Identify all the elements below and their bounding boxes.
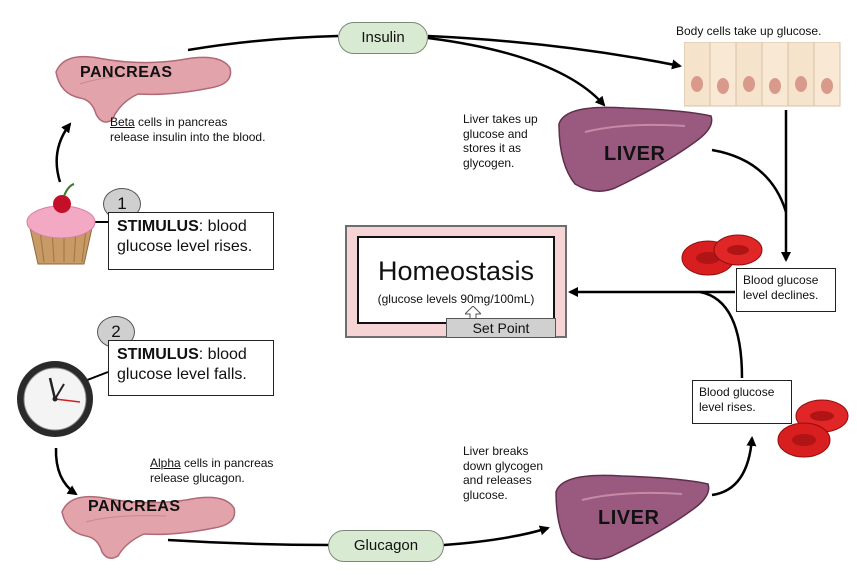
liver-top-caption: Liver takes up glucose and stores it as …: [463, 112, 538, 170]
beta-emphasis: Beta: [110, 115, 135, 129]
clock-icon: [17, 361, 93, 437]
stimulus-1-keyword: STIMULUS: [117, 218, 199, 235]
rises-line2: level rises.: [699, 400, 756, 414]
alpha-caption-line2: release glucagon.: [150, 470, 245, 485]
declines-box: Blood glucose level declines.: [736, 268, 836, 312]
blood-cells-top-illustration: [681, 234, 763, 276]
liver-top-caption-line: glucose and: [463, 126, 528, 141]
beta-cells-caption: Beta cells in pancreas release insulin i…: [110, 115, 265, 144]
arrow-glucagon-to-liver: [443, 525, 550, 547]
body-cells-caption: Body cells take up glucose.: [676, 24, 822, 38]
arrow-rises-up: [699, 290, 744, 379]
liver-bottom-caption-line: glucose.: [463, 487, 508, 502]
blood-cells-bottom-illustration: [777, 399, 849, 458]
arrow-cupcake-to-pancreas: [55, 122, 72, 183]
liver-bottom-caption-line: and releases: [463, 473, 532, 487]
stimulus-1-rest: : blood: [198, 218, 247, 235]
stimulus-2-line2: glucose level falls.: [117, 366, 247, 383]
arrow-liver-to-declines: [711, 148, 788, 213]
liver-bottom-illustration: [555, 474, 710, 560]
beta-caption-line1: cells in pancreas: [134, 115, 228, 129]
pancreas-bottom-illustration: [61, 495, 236, 559]
stimulus-2-rest: : blood: [198, 346, 247, 363]
stimulus-1-box: STIMULUS: blood glucose level rises.: [108, 212, 274, 270]
body-cells-illustration: [684, 42, 841, 107]
liver-top-label: LIVER: [604, 143, 666, 165]
arrow-pancreas-to-insulin: [187, 34, 339, 52]
arrow-clock-to-pancreas: [54, 447, 78, 496]
declines-line2: level declines.: [743, 288, 819, 302]
liver-top-caption-line: glycogen.: [463, 155, 515, 170]
rises-box: Blood glucose level rises.: [692, 380, 792, 424]
arrow-insulin-to-cells: [427, 34, 682, 70]
alpha-caption-line1: cells in pancreas: [180, 456, 274, 470]
liver-bottom-label: LIVER: [598, 507, 660, 529]
arrow-liver-to-rises: [711, 436, 757, 497]
alpha-cells-caption: Alpha cells in pancreas release glucagon…: [150, 456, 273, 485]
stimulus-2-box: STIMULUS: blood glucose level falls.: [108, 340, 274, 396]
homeostasis-subtitle: (glucose levels 90mg/100mL): [377, 292, 535, 306]
homeostasis-inner-box: [357, 236, 555, 324]
beta-caption-line2: release insulin into the blood.: [110, 129, 266, 144]
insulin-pill: Insulin: [338, 22, 428, 54]
declines-line1: Blood glucose: [743, 273, 819, 287]
arrow-pancreas-to-glucagon: [167, 538, 331, 547]
liver-top-caption-line: stores it as: [463, 141, 522, 155]
rises-line1: Blood glucose: [699, 385, 775, 399]
pancreas-top-label: PANCREAS: [80, 64, 173, 81]
liver-top-caption-line: Liver takes up: [463, 112, 538, 126]
liver-bottom-caption: Liver breaks down glycogen and releases …: [463, 444, 543, 502]
set-point-label: Set Point: [446, 318, 556, 338]
glucagon-pill: Glucagon: [328, 530, 444, 562]
pancreas-top-illustration: [55, 55, 232, 123]
pancreas-bottom-label: PANCREAS: [88, 498, 181, 515]
liver-bottom-caption-line: Liver breaks: [463, 444, 529, 458]
liver-bottom-caption-line: down glycogen: [463, 458, 544, 473]
cupcake-icon: [26, 183, 96, 265]
stimulus-2-keyword: STIMULUS: [117, 346, 199, 363]
arrow-insulin-to-liver: [427, 36, 606, 107]
alpha-emphasis: Alpha: [150, 456, 181, 470]
stimulus-1-line2: glucose level rises.: [117, 238, 253, 255]
homeostasis-title: Homeostasis: [377, 256, 535, 286]
liver-top-illustration: [558, 106, 713, 192]
set-point-arrow-icon: [465, 306, 481, 320]
